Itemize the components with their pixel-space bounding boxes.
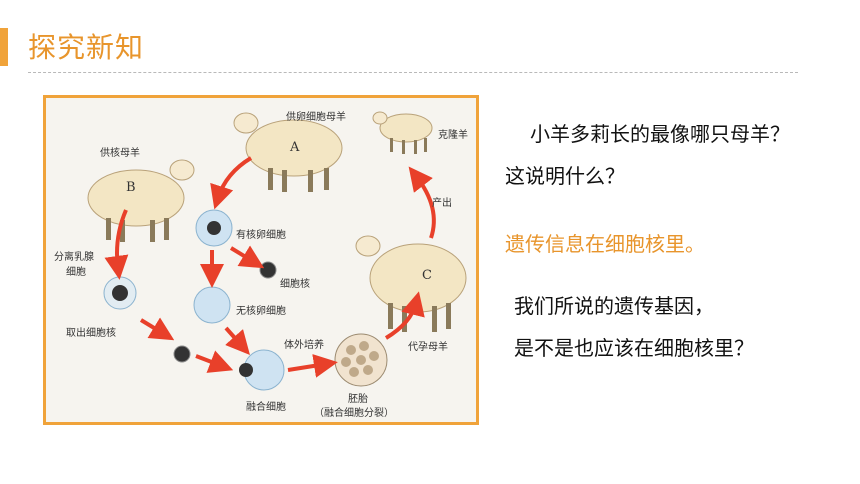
- label-separate-cells-2: 细胞: [66, 267, 86, 278]
- enucleated-egg-icon: [193, 286, 231, 324]
- label-embryo-note: （融合细胞分裂）: [314, 408, 394, 419]
- label-fusion-cell: 融合细胞: [246, 402, 286, 413]
- fusion-cell-icon: [239, 349, 285, 391]
- answer-text: 遗传信息在细胞核里。: [505, 232, 705, 256]
- title-divider: [28, 72, 798, 73]
- diagram-graphics: [87, 111, 467, 391]
- label-separate-cells-1: 分离乳腺: [54, 252, 94, 263]
- label-embryo: 胚胎: [348, 394, 368, 405]
- nucleated-egg-icon: [195, 209, 233, 247]
- question-1: 小羊多莉长的最像哪只母羊？: [530, 122, 790, 146]
- label-clone-sheep: 克隆羊: [438, 130, 468, 141]
- taken-nucleus-icon: [173, 345, 191, 363]
- letter-c: C: [422, 268, 432, 283]
- process-arrows: [104, 156, 436, 378]
- letter-a: A: [290, 140, 300, 155]
- label-take-nucleus: 取出细胞核: [66, 328, 116, 339]
- sheep-c-icon: [355, 235, 467, 332]
- label-birth: 产出: [432, 198, 452, 209]
- title-accent-bar: [0, 28, 8, 66]
- clone-sheep-icon: [372, 111, 433, 154]
- label-surrogate: 代孕母羊: [408, 342, 448, 353]
- label-enucleated-egg: 无核卵细胞: [236, 306, 286, 317]
- sheep-b-icon: [87, 159, 195, 242]
- cloning-diagram: 供卵细胞母羊 A 供核母羊 B 克隆羊 产出 C 分离乳腺 细胞 有核卵细胞 细…: [43, 95, 479, 425]
- question-4: 是不是也应该在细胞核里？: [514, 336, 754, 360]
- letter-b: B: [126, 180, 136, 195]
- page-title: 探究新知: [28, 31, 145, 64]
- question-3: 我们所说的遗传基因，: [514, 294, 714, 318]
- embryo-icon: [334, 333, 388, 387]
- sheep-a-icon: [233, 112, 343, 192]
- question-2: 这说明什么？: [505, 164, 625, 188]
- nucleus-icon: [259, 261, 277, 279]
- label-in-vitro: 体外培养: [284, 340, 324, 351]
- label-nucleated-egg: 有核卵细胞: [236, 230, 286, 241]
- mammary-cell-icon: [103, 276, 137, 310]
- label-donor-nucleus-sheep: 供核母羊: [100, 148, 140, 159]
- label-nucleus: 细胞核: [280, 279, 310, 290]
- label-donor-egg-sheep: 供卵细胞母羊: [286, 112, 346, 123]
